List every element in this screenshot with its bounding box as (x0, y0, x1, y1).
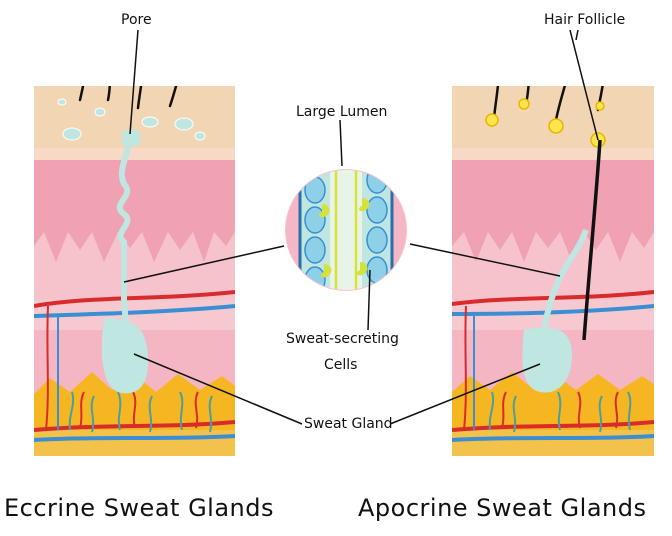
label-hair-follicle: Hair Follicle (544, 12, 625, 28)
apocrine-skin-block (452, 56, 654, 456)
label-pore: Pore (121, 12, 152, 28)
title-apocrine: Apocrine Sweat Glands (358, 494, 646, 522)
magnified-lumen (284, 167, 408, 293)
label-large-lumen: Large Lumen (296, 104, 387, 120)
eccrine-skin-block (34, 52, 235, 456)
label-sweat-gland: Sweat Gland (304, 416, 393, 432)
label-sweat-secreting: Sweat-secreting (286, 331, 399, 347)
title-eccrine: Eccrine Sweat Glands (4, 494, 274, 522)
label-cells: Cells (324, 357, 357, 373)
eccrine-pore (122, 130, 140, 146)
